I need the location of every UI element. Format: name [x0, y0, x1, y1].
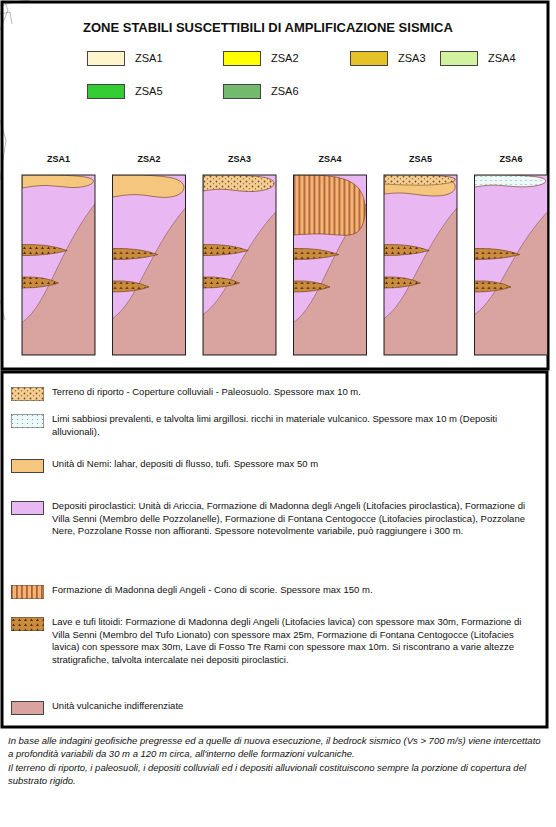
- strata-column: [203, 175, 276, 355]
- legend-swatch: [440, 51, 478, 66]
- legend-swatch: [11, 617, 44, 631]
- column-label: ZSA2: [113, 154, 186, 164]
- column-label-text: ZSA1: [47, 154, 70, 164]
- note-text: Il terreno di riporto, i paleosuoli, i d…: [8, 762, 546, 787]
- legend-text: ZSA6: [271, 85, 299, 97]
- note-label: Il terreno di riporto, i paleosuoli, i d…: [8, 762, 526, 786]
- column-label-text: ZSA6: [499, 154, 522, 164]
- column-label-text: ZSA5: [409, 154, 432, 164]
- legend-swatch: [223, 51, 261, 66]
- legend-text: Lave e tufi litoidi: Formazione di Madon…: [52, 616, 521, 665]
- legend-pattern: [11, 414, 44, 428]
- column-label-text: ZSA3: [228, 154, 251, 164]
- column-label-text: ZSA4: [318, 154, 341, 164]
- column-label: ZSA3: [203, 154, 276, 164]
- legend-entry: Lave e tufi litoidi: Formazione di Madon…: [52, 616, 540, 666]
- legend-entry: ZSA3: [398, 52, 426, 64]
- legend-text: Unità vulcaniche indifferenziate: [52, 700, 183, 711]
- strata-column: [22, 175, 95, 355]
- legend-pattern: [11, 617, 44, 631]
- legend-entry: ZSA1: [135, 52, 163, 64]
- column-label: ZSA1: [22, 154, 95, 164]
- legend-text: ZSA3: [398, 52, 426, 64]
- column-label-text: ZSA2: [137, 154, 160, 164]
- legend-entry: Formazione di Madonna degli Angeli - Con…: [52, 584, 540, 597]
- legend-entry: ZSA5: [135, 85, 163, 97]
- legend-pattern: [11, 387, 44, 401]
- legend-swatch: [11, 459, 44, 473]
- legend-swatch: [87, 84, 125, 99]
- column-label: ZSA5: [384, 154, 457, 164]
- strata-column: [384, 175, 457, 355]
- legend-swatch: [11, 387, 44, 401]
- strata-column: [113, 175, 186, 355]
- note-caption: In base alle indagini geofisiche pregres…: [8, 735, 546, 760]
- legend-entry: ZSA6: [271, 85, 299, 97]
- legend-title: ZONE STABILI SUSCETTIBILI DI AMPLIFICAZI…: [83, 20, 453, 35]
- legend-text: ZSA1: [135, 52, 163, 64]
- caption-text: In base alle indagini geofisiche pregres…: [8, 735, 541, 759]
- column-label: ZSA4: [294, 154, 367, 164]
- strata-column: [294, 175, 367, 355]
- legend-entry: ZSA2: [271, 52, 299, 64]
- legend-swatch: [11, 501, 44, 515]
- legend-text: ZSA2: [271, 52, 299, 64]
- legend-swatch: [11, 585, 44, 599]
- column-label: ZSA6: [475, 154, 548, 164]
- legend-entry: Unità vulcaniche indifferenziate: [52, 700, 540, 713]
- legend-swatch: [223, 84, 261, 99]
- strata-column: [475, 175, 548, 355]
- legend-entry: Depositi piroclastici: Unità di Ariccia,…: [52, 500, 540, 538]
- legend-text: Depositi piroclastici: Unità di Ariccia,…: [52, 500, 525, 536]
- legend-entry: Terreno di riporto - Coperture colluvial…: [52, 386, 540, 399]
- legend-swatch: [11, 414, 44, 428]
- legend-swatch: [87, 51, 125, 66]
- legend-swatch: [11, 701, 44, 715]
- legend-pattern: [11, 585, 44, 599]
- legend-text: ZSA5: [135, 85, 163, 97]
- legend-entry: Limi sabbiosi prevalenti, e talvolta lim…: [52, 413, 540, 438]
- legend-text: Unità di Nemi: lahar, depositi di flusso…: [52, 458, 318, 469]
- legend-entry: Unità di Nemi: lahar, depositi di flusso…: [52, 458, 540, 471]
- legend-swatch: [350, 51, 388, 66]
- legend-text: Limi sabbiosi prevalenti, e talvolta lim…: [52, 413, 497, 437]
- legend-text: Terreno di riporto - Coperture colluvial…: [52, 386, 361, 397]
- legend-entry: ZSA4: [488, 52, 516, 64]
- legend-text: ZSA4: [488, 52, 516, 64]
- legend-text: Formazione di Madonna degli Angeli - Con…: [52, 584, 373, 595]
- title-text: ZONE STABILI SUSCETTIBILI DI AMPLIFICAZI…: [83, 20, 453, 35]
